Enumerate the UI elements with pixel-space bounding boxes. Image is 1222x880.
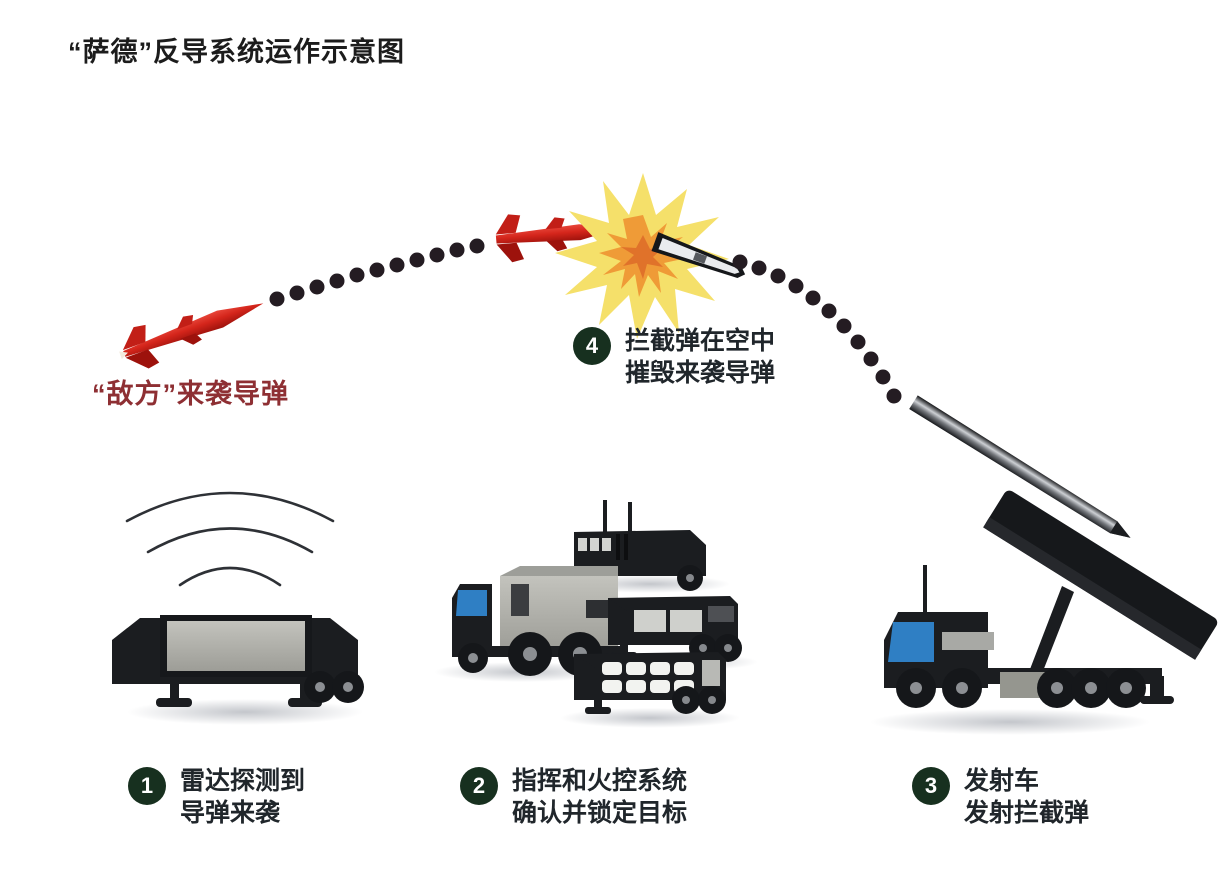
enemy-missile-lower (119, 303, 264, 369)
launcher-vehicle (870, 395, 1218, 735)
step-3-badge: 3 (912, 767, 950, 805)
intercept-explosion (555, 173, 729, 339)
step-1-badge: 1 (128, 767, 166, 805)
interceptor-missile-at-blast (651, 232, 746, 279)
step-4: 4 拦截弹在空中 摧毁来袭导弹 (573, 325, 775, 389)
step-2-text: 指挥和火控系统 确认并锁定目标 (512, 767, 688, 827)
command-box-truck (434, 566, 638, 682)
page-title: “萨德”反导系统运作示意图 (68, 37, 405, 67)
step-3: 3 发射车 发射拦截弹 (912, 765, 1089, 829)
command-generator-trailer (560, 652, 740, 728)
launch-tube (983, 490, 1218, 660)
radar-wave-arcs (125, 491, 335, 587)
step-4-text: 拦截弹在空中 摧毁来袭导弹 (625, 327, 776, 387)
step-1-text: 雷达探测到 导弹来袭 (180, 767, 306, 827)
step-2: 2 指挥和火控系统 确认并锁定目标 (460, 765, 687, 829)
attack-trajectory (269, 238, 485, 307)
step-1: 1 雷达探测到 导弹来袭 (128, 765, 305, 829)
step-3-text: 发射车 发射拦截弹 (964, 767, 1090, 827)
radar-vehicle (112, 491, 364, 725)
step-2-badge: 2 (460, 767, 498, 805)
interceptor-missile-launching (909, 395, 1131, 538)
intercept-trajectory (732, 254, 902, 404)
step-4-badge: 4 (573, 327, 611, 365)
command-fire-control-group (434, 500, 758, 728)
enemy-missile-label: “敌方”来袭导弹 (92, 379, 289, 409)
